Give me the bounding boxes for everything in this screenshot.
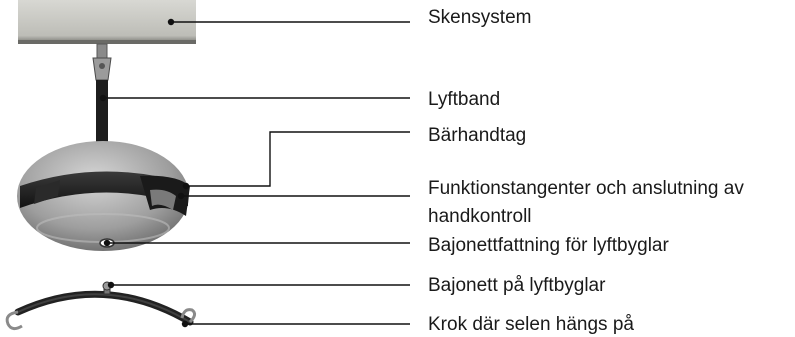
- label-function-keys: Funktionstangenter och anslutning av: [428, 178, 744, 199]
- lift-motor-housing: [17, 141, 190, 251]
- right-hook-icon: [180, 308, 197, 324]
- label-hook: Krok där selen hängs på: [428, 314, 634, 335]
- lift-bar: [14, 281, 194, 326]
- leader-lines: [99, 18, 410, 328]
- label-rail-system: Skensystem: [428, 7, 532, 28]
- label-function-keys-cont: handkontroll: [428, 206, 532, 227]
- label-lift-strap: Lyftband: [428, 89, 501, 110]
- left-hook-icon: [5, 310, 23, 331]
- label-bayonet-mount: Bajonettfattning för lyftbyglar: [428, 235, 669, 256]
- strap-connector: [92, 43, 112, 81]
- label-carry-handle: Bärhandtag: [428, 125, 527, 146]
- rail-system: [18, 0, 196, 44]
- label-bayonet-on-bar: Bajonett på lyftbyglar: [428, 275, 606, 296]
